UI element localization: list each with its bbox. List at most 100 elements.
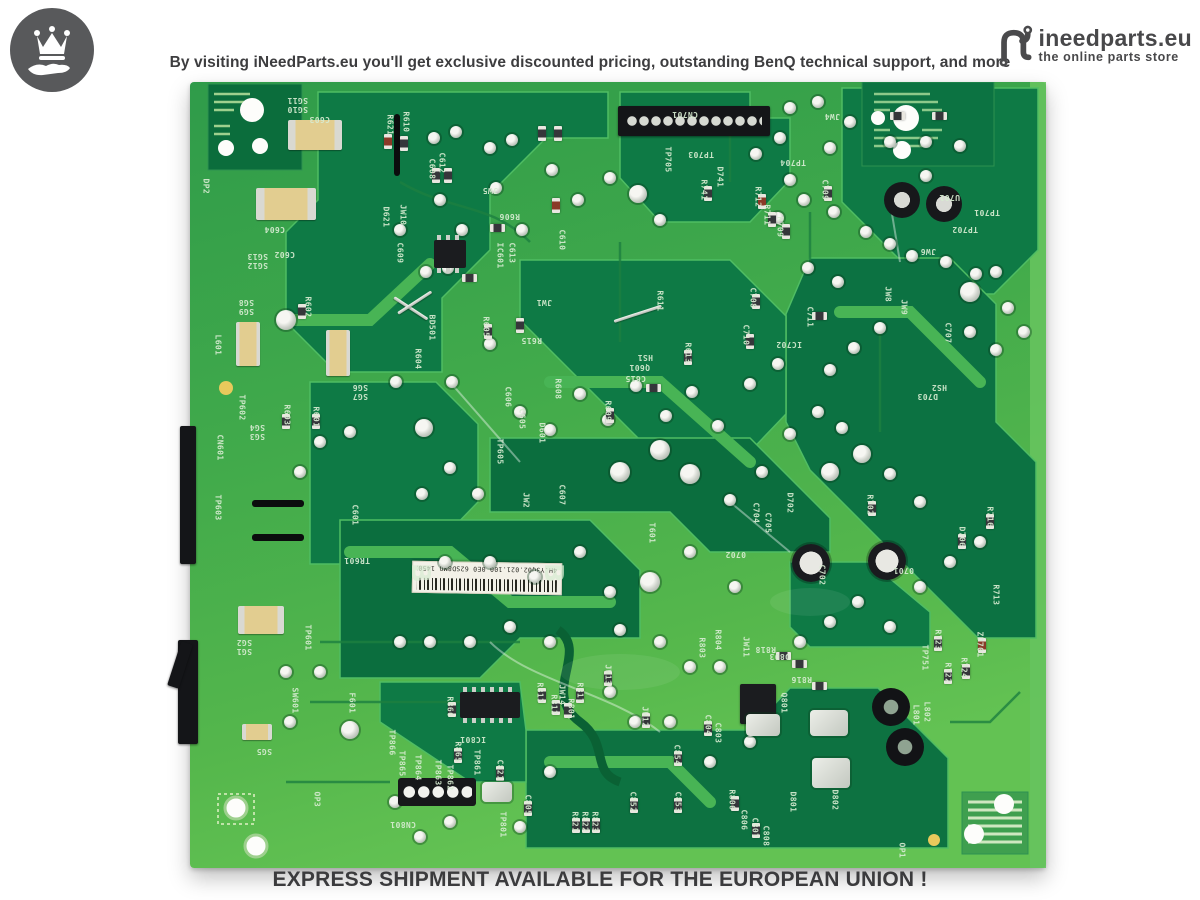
silkscreen-label: D601 [537,422,547,444]
silkscreen-label: C805 [523,794,533,816]
silkscreen-label: SG4 [249,423,265,432]
silkscreen-label: R613 [683,342,693,364]
silkscreen-label: C704 [751,502,761,524]
solder-pad [1018,326,1030,338]
solder-pad [574,546,586,558]
solder-pad [832,276,844,288]
silkscreen-label: IC801 [459,735,486,744]
silkscreen-label: JW5 [482,186,498,195]
silkscreen-label: SG1 [236,647,252,656]
silkscreen-label: TP865 [397,750,407,777]
smd-resistor [812,682,827,690]
pcb-component-conn [618,106,770,136]
silkscreen-label: C707 [943,322,953,344]
silkscreen-label: OP3 [312,791,322,808]
silkscreen-label: TP751 [920,644,930,671]
solder-pad [390,376,402,388]
silkscreen-label: JW2 [521,492,531,509]
solder-pad [729,581,741,593]
pcb-component-toroid [872,688,910,726]
silkscreen-label: JW11 [741,636,751,658]
pcb-component-padrect [746,714,780,736]
solder-pad [610,462,630,482]
silkscreen-label: TP702 [951,225,978,234]
silkscreen-label: JW1 [536,298,552,307]
solder-pad [484,556,496,568]
solder-pad [940,256,952,268]
solder-pad [852,596,864,608]
smd-resistor [400,136,408,151]
solder-pad [420,266,432,278]
silkscreen-label: C709 [820,179,830,201]
pcb-component-grommet [884,182,920,218]
solder-pad [824,142,836,154]
solder-pad [660,410,672,422]
silkscreen-label: C705 [763,512,773,534]
solder-pad [974,536,986,548]
pcb-component-padrect [812,758,850,788]
solder-pad [884,468,896,480]
silkscreen-label: TP866 [387,729,397,756]
silkscreen-label: R722 [943,662,953,684]
pcb-component-ycap [242,724,272,740]
silkscreen-label: C853 [673,791,683,813]
solder-pad [514,406,526,418]
solder-pad [544,424,556,436]
smd-resistor [890,112,905,120]
solder-pad [724,494,736,506]
silkscreen-label: HS1 [637,353,653,362]
solder-pad [784,428,796,440]
solder-pad [446,376,458,388]
solder-pad [456,224,468,236]
solder-pad [836,422,848,434]
silkscreen-label: SG12 [247,261,268,270]
pcb-component-slot [394,114,400,176]
silkscreen-label: C852 [628,791,638,813]
silkscreen-label: C711 [805,306,815,328]
smd-resistor [554,126,562,141]
solder-pad [490,182,502,194]
silkscreen-label: SG8 [238,298,254,307]
silkscreen-label: SG5 [256,747,272,756]
silkscreen-label: C806 [739,809,749,831]
silkscreen-label: JW14 [557,684,567,706]
solder-pad [276,310,296,330]
silkscreen-label: U701 [939,193,960,202]
solder-pad [341,721,359,739]
silkscreen-label: D801 [788,791,798,813]
silkscreen-label: TR601 [343,556,370,565]
solder-pad [604,686,616,698]
silkscreen-label: TP801 [498,811,508,838]
solder-pad [914,496,926,508]
solder-pad [802,262,814,274]
solder-pad [664,716,676,728]
silkscreen-label: Q801 [779,692,789,714]
silkscreen-label: C710 [741,324,751,346]
solder-pad [960,282,980,302]
solder-pad [629,716,641,728]
solder-pad [629,185,647,203]
solder-pad [574,388,586,400]
solder-pad [529,571,541,583]
pcb-component-slot [252,534,304,541]
solder-pad [712,420,724,432]
silkscreen-label: HS2 [931,383,947,392]
solder-pad [1002,302,1014,314]
silkscreen-label: SG2 [236,638,252,647]
solder-pad [434,194,446,206]
solder-pad [344,426,356,438]
silkscreen-label: R865 [453,741,463,763]
silkscreen-label: C608 [427,158,437,180]
silkscreen-label: TP601 [303,624,313,651]
solder-pad [884,136,896,148]
silkscreen-label: C612 [437,152,447,174]
silkscreen-label: SG6 [352,383,368,392]
pcb-component-wconn [398,778,476,806]
silkscreen-label: R821 [570,811,580,833]
silkscreen-label: R866 [445,696,455,718]
silkscreen-label: C803 [713,722,723,744]
silkscreen-label: R602 [303,296,313,318]
silkscreen-label: C610 [557,229,567,251]
silkscreen-label: C804 [703,714,713,736]
silkscreen-label: D802 [830,789,840,811]
